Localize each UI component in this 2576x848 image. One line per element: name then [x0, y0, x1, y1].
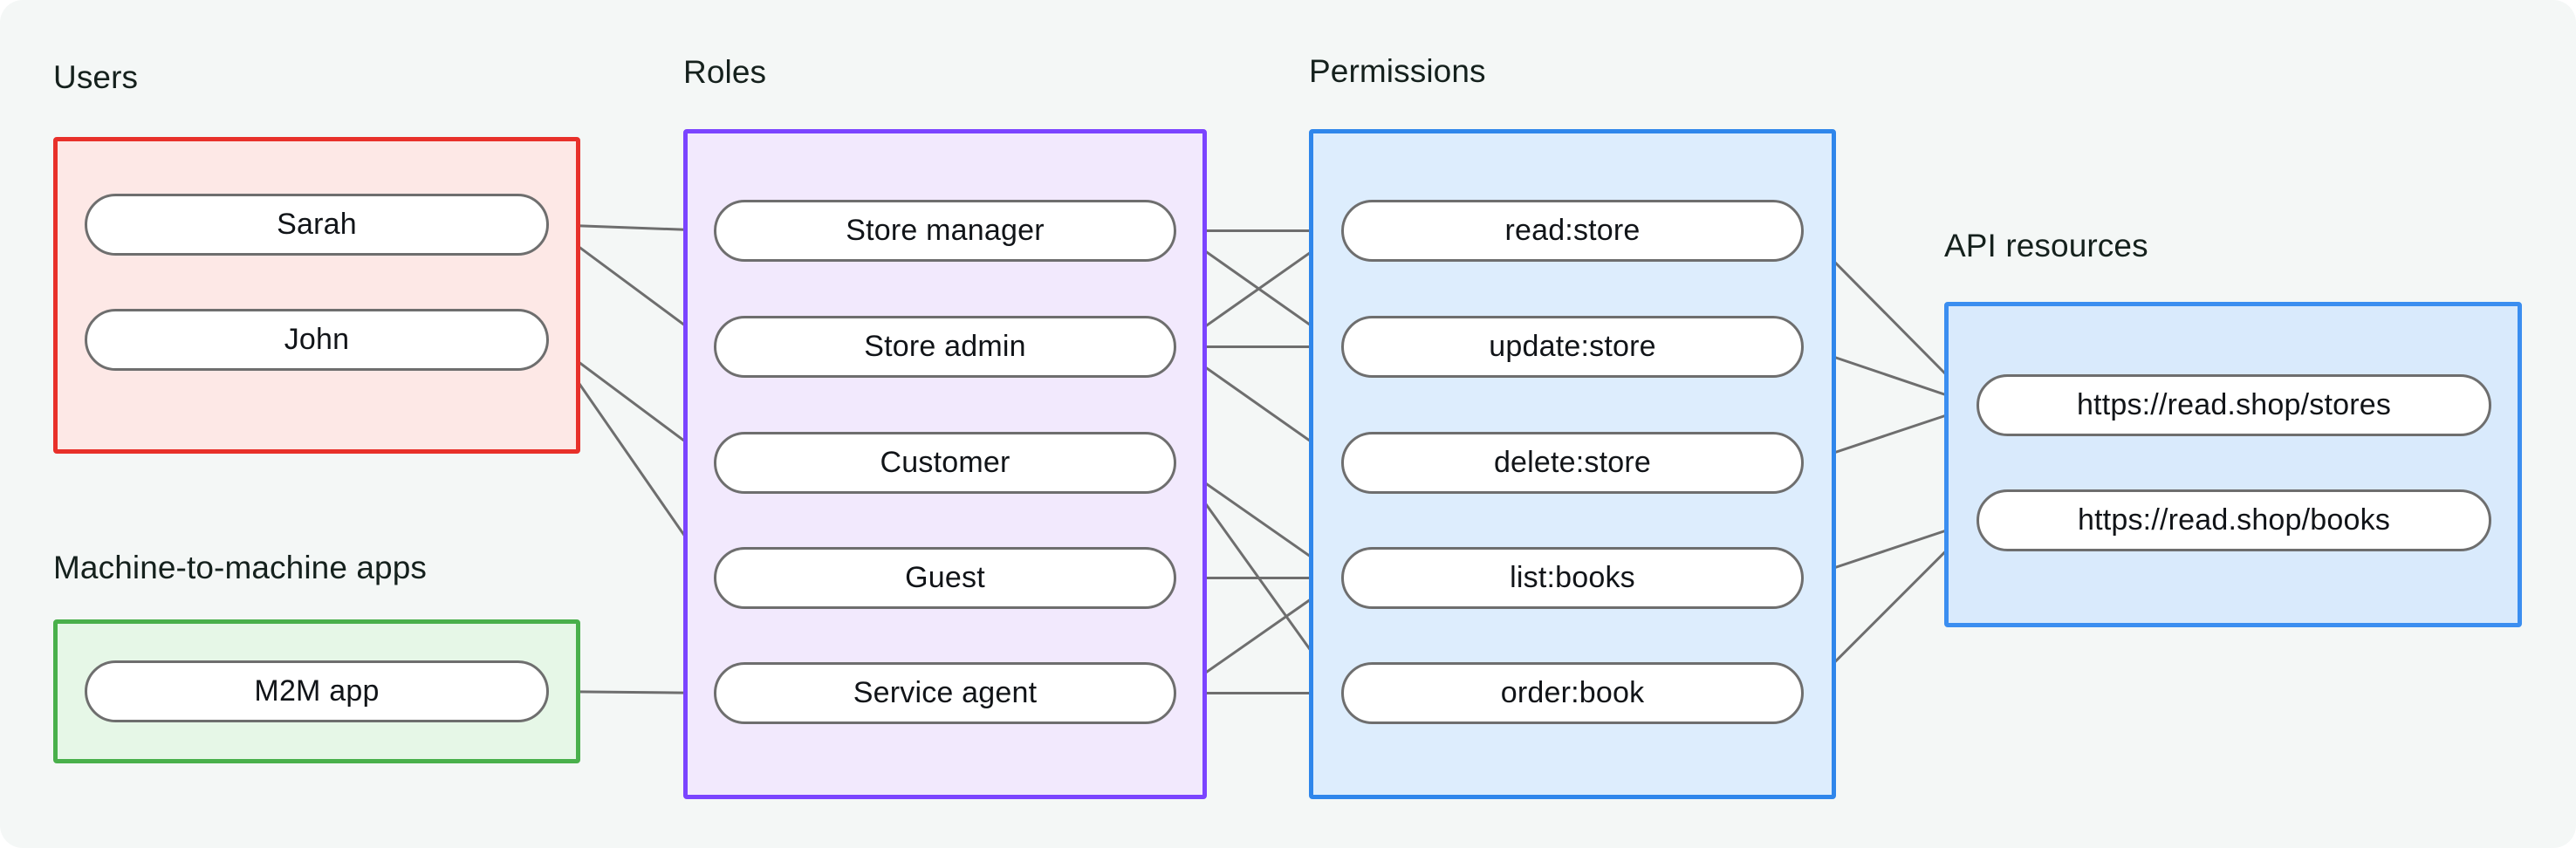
node-list-books[interactable]: list:books [1341, 547, 1804, 609]
node-label: https://read.shop/stores [2076, 388, 2392, 421]
group-label-roles: Roles [683, 54, 767, 90]
node-label: Sarah [277, 208, 357, 241]
group-label-users: Users [53, 59, 139, 95]
node-customer[interactable]: Customer [714, 432, 1176, 494]
node-update-store[interactable]: update:store [1341, 316, 1804, 378]
node-label: Store admin [864, 330, 1026, 363]
node-label: https://read.shop/books [2077, 503, 2391, 537]
node-label: Customer [880, 446, 1011, 479]
node-label: list:books [1510, 561, 1635, 594]
node-label: Store manager [846, 214, 1045, 247]
group-label-m2m: Machine-to-machine apps [53, 550, 428, 585]
node-m2m-app[interactable]: M2M app [85, 660, 549, 722]
node-store-admin[interactable]: Store admin [714, 316, 1176, 378]
node-order-book[interactable]: order:book [1341, 662, 1804, 724]
node-sarah[interactable]: Sarah [85, 194, 549, 256]
group-box-api-resources [1944, 302, 2522, 627]
node-label: John [284, 323, 350, 356]
node-guest[interactable]: Guest [714, 547, 1176, 609]
node-resource-books[interactable]: https://read.shop/books [1977, 489, 2491, 551]
group-label-permissions: Permissions [1309, 53, 1486, 89]
node-label: M2M app [254, 674, 380, 708]
node-label: update:store [1489, 330, 1656, 363]
group-box-users [53, 137, 580, 454]
node-label: delete:store [1493, 446, 1652, 479]
node-label: Service agent [853, 676, 1038, 709]
node-store-manager[interactable]: Store manager [714, 200, 1176, 262]
node-label: order:book [1500, 676, 1645, 709]
node-label: read:store [1504, 214, 1641, 247]
node-resource-stores[interactable]: https://read.shop/stores [1977, 374, 2491, 436]
node-john[interactable]: John [85, 309, 549, 371]
group-label-api-resources: API resources [1944, 228, 2148, 263]
node-label: Guest [905, 561, 985, 594]
node-service-agent[interactable]: Service agent [714, 662, 1176, 724]
node-read-store[interactable]: read:store [1341, 200, 1804, 262]
node-delete-store[interactable]: delete:store [1341, 432, 1804, 494]
